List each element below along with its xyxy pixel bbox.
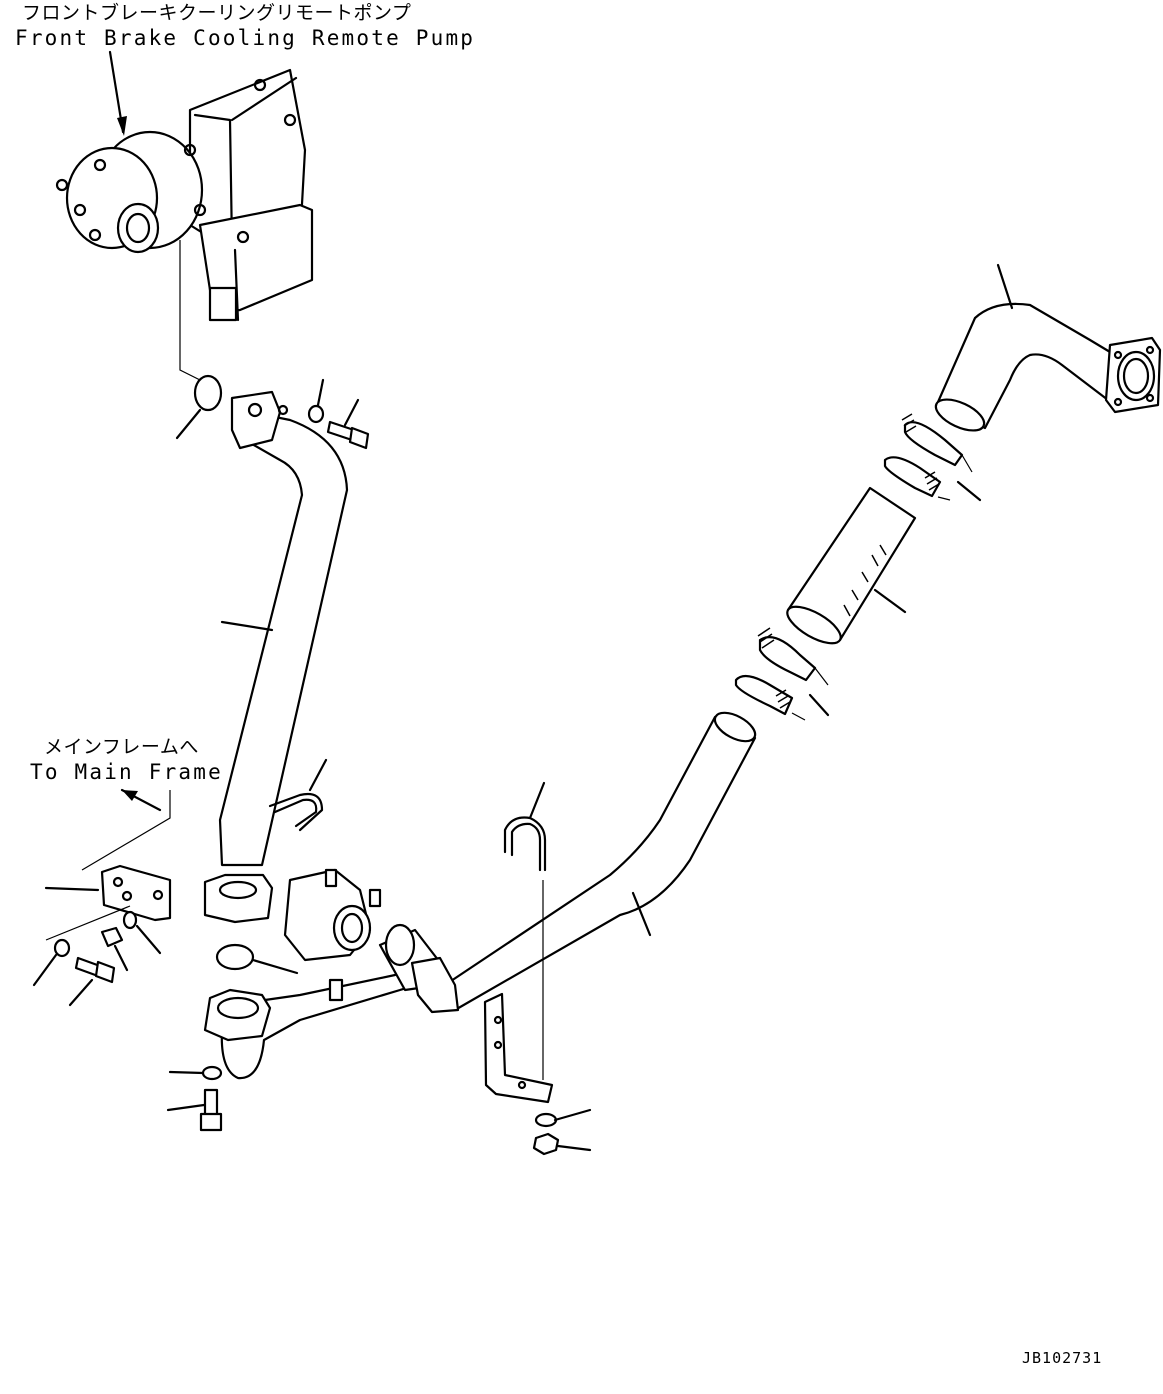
long-lower-pipe <box>378 711 757 1014</box>
drawing-number: JB102731 <box>1022 1349 1103 1367</box>
bracket-lower <box>483 992 554 1104</box>
arrow-icon <box>108 50 127 136</box>
hose <box>786 486 917 645</box>
u-bolt-upper <box>268 758 328 832</box>
bracket-left <box>44 790 172 941</box>
nut-lower-right <box>532 1132 560 1156</box>
o-ring-lower <box>215 943 255 971</box>
bolt-lower <box>166 1088 223 1132</box>
bolt-left <box>68 956 116 1007</box>
washer-left-2 <box>53 938 71 958</box>
vertical-pipe <box>203 390 349 924</box>
washer-lower-right <box>534 1112 558 1128</box>
o-ring-upper <box>193 374 223 412</box>
bolt-upper <box>326 398 370 450</box>
upper-bent-pipe <box>934 263 1162 432</box>
hose-clamp-lower <box>734 627 830 721</box>
u-bolt-lower <box>503 781 547 1080</box>
nut-left <box>100 926 124 948</box>
washer-left <box>122 910 138 930</box>
lower-elbow-pipe <box>203 968 442 1080</box>
pump-label-en: Front Brake Cooling Remote Pump <box>15 26 476 50</box>
coupling <box>283 868 382 962</box>
main-frame-label-en: To Main Frame <box>30 760 223 784</box>
washer-lower <box>201 1065 223 1081</box>
remote-pump <box>55 68 314 381</box>
washer-upper <box>307 378 325 424</box>
main-frame-label-jp: メインフレームへ <box>44 736 199 758</box>
pump-label-jp: フロントブレーキクーリングリモートポンプ <box>22 2 412 24</box>
hose-clamp-upper <box>883 413 982 502</box>
